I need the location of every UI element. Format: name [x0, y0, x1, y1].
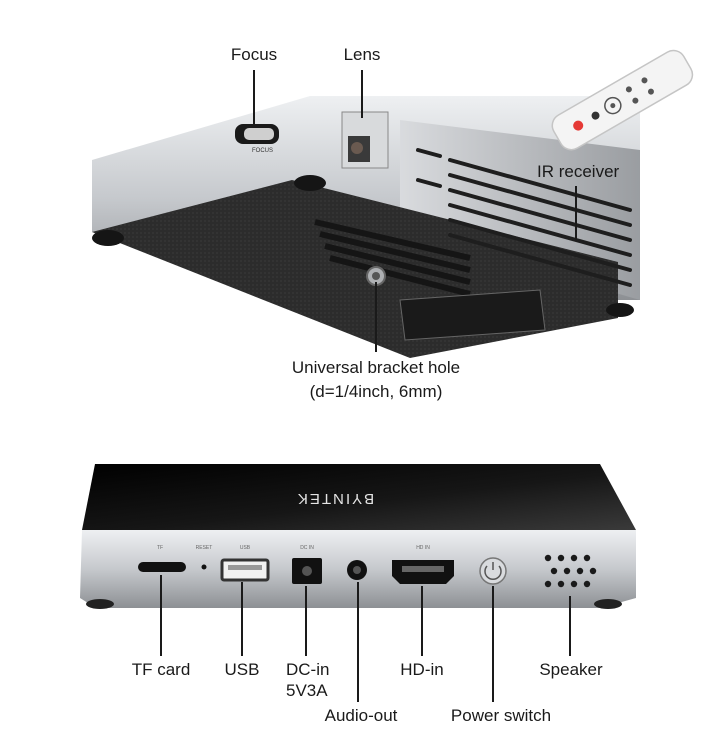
usb-tongue — [228, 565, 262, 570]
label-sticker — [399, 289, 546, 341]
side-vents — [416, 148, 632, 287]
reset-hole — [201, 564, 207, 570]
power-switch-label: Power switch — [450, 706, 552, 725]
port-reset-text: RESET — [196, 545, 213, 551]
port-tf-text: TF — [157, 545, 163, 551]
tf-slot — [138, 562, 186, 572]
tf-card-label: TF card — [131, 660, 191, 679]
audio-out-label: Audio-out — [324, 706, 398, 725]
dc-in-pin — [302, 566, 312, 576]
foot — [294, 175, 326, 191]
foot — [594, 599, 622, 609]
port-hd-text: HD IN — [416, 545, 430, 551]
bottom-grille — [314, 219, 471, 297]
speaker-grille — [544, 554, 597, 588]
focus-wheel-grip — [244, 128, 274, 140]
projector-underside — [92, 96, 640, 358]
speaker-label: Speaker — [539, 660, 603, 679]
focus-label: Focus — [230, 45, 278, 64]
bracket-hole-center — [372, 272, 380, 280]
bracket-hole-label: Universal bracket hole — [291, 358, 461, 377]
focus-engraving: FOCUS — [252, 148, 273, 154]
port-usb-text: USB — [240, 545, 251, 551]
power-icon — [484, 565, 502, 581]
hd-in-pins — [402, 566, 444, 572]
lens-label: Lens — [343, 45, 381, 64]
audio-jack-core — [353, 566, 361, 574]
callout-lines — [160, 70, 577, 702]
port-dc-text: DC IN — [300, 545, 314, 551]
lens-glass — [351, 142, 363, 154]
dc-in-label: DC-in — [286, 660, 330, 679]
ir-receiver-label: IR receiver — [537, 162, 620, 181]
bracket-hole-size-label: (d=1/4inch, 6mm) — [309, 382, 443, 401]
brand-logo: BYINTEK — [296, 490, 374, 507]
usb-label: USB — [224, 660, 260, 679]
foot — [606, 303, 634, 317]
power-button — [479, 557, 507, 585]
hd-in-label: HD-in — [400, 660, 444, 679]
dc-in-spec-label: 5V3A — [286, 681, 328, 700]
foot — [86, 599, 114, 609]
remote-control — [551, 49, 694, 151]
glass-top — [82, 464, 636, 530]
projector-front — [80, 464, 636, 609]
foot — [92, 230, 124, 246]
